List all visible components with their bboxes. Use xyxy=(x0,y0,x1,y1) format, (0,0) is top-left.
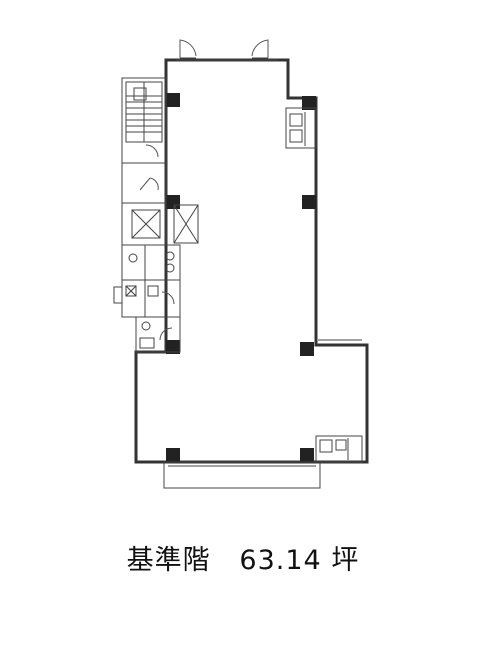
right-annex xyxy=(315,339,363,463)
floor-label: 基準階 xyxy=(126,545,211,576)
area-value: 63.14 xyxy=(239,545,322,576)
service-core xyxy=(121,162,199,246)
floor-plan xyxy=(113,39,369,489)
area-unit: 坪 xyxy=(331,545,360,576)
structural-columns xyxy=(166,93,316,462)
floor-caption: 基準階 63.14 坪 xyxy=(0,538,486,577)
top-doors xyxy=(179,39,269,59)
outer-walls xyxy=(134,58,369,464)
toilet-core xyxy=(113,244,181,353)
right-upper-room xyxy=(285,107,317,149)
stair-core xyxy=(121,77,167,164)
bottom-balcony xyxy=(163,461,321,489)
